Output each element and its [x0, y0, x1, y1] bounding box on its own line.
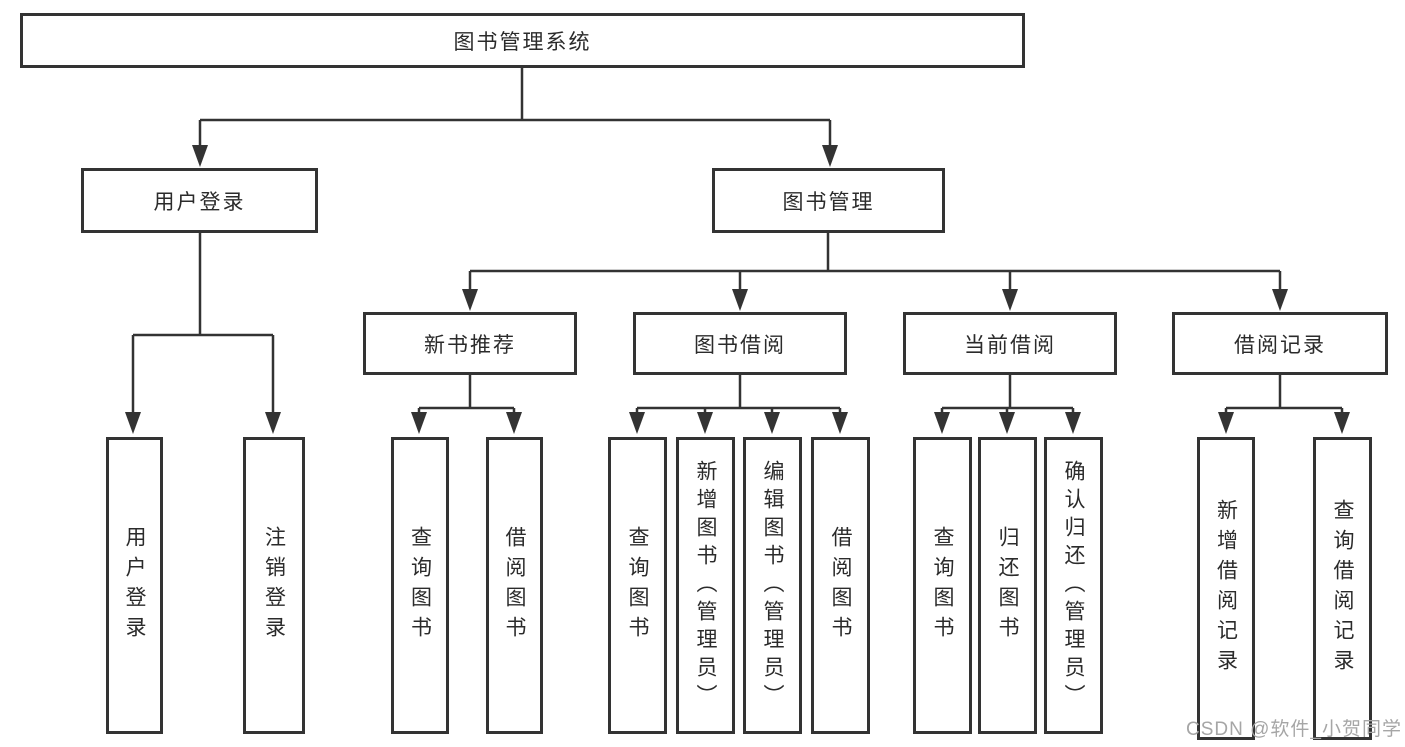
leaf-query-books-current: 查询图书 — [913, 437, 972, 734]
leaf-logout: 注销登录 — [243, 437, 305, 734]
leaf-edit-books-admin-label: 编辑图书（管理员） — [761, 459, 784, 712]
node-user-login-label: 用户登录 — [153, 190, 246, 214]
leaf-logout-label: 注销登录 — [262, 525, 286, 646]
node-book-borrow-label: 图书借阅 — [694, 333, 786, 357]
leaf-add-borrow-record: 新增借阅记录 — [1197, 437, 1255, 740]
leaf-query-borrow-record: 查询借阅记录 — [1313, 437, 1372, 740]
leaf-query-borrow-record-label: 查询借阅记录 — [1331, 498, 1354, 679]
leaf-borrow-books-label: 借阅图书 — [829, 525, 852, 646]
node-current-borrow: 当前借阅 — [903, 312, 1117, 375]
leaf-borrow-books: 借阅图书 — [811, 437, 870, 734]
node-borrow-records: 借阅记录 — [1172, 312, 1388, 375]
node-borrow-records-label: 借阅记录 — [1234, 333, 1326, 357]
leaf-borrow-books-recommend-label: 借阅图书 — [503, 525, 526, 646]
leaf-query-books-recommend-label: 查询图书 — [408, 525, 432, 646]
arrowheads — [125, 145, 1350, 434]
connector-book-borrow-to-leaves — [635, 375, 842, 414]
leaf-borrow-books-recommend: 借阅图书 — [486, 437, 543, 734]
node-new-book-recommend-label: 新书推荐 — [424, 333, 516, 357]
node-root-label: 图书管理系统 — [453, 30, 592, 54]
leaf-query-books-borrow: 查询图书 — [608, 437, 667, 734]
node-user-login: 用户登录 — [81, 168, 318, 233]
leaf-add-borrow-record-label: 新增借阅记录 — [1214, 498, 1238, 679]
connector-borrow-records-to-leaves — [1224, 375, 1344, 414]
connector-root-to-level2 — [198, 68, 832, 146]
node-book-borrow: 图书借阅 — [633, 312, 847, 375]
leaf-edit-books-admin: 编辑图书（管理员） — [743, 437, 802, 734]
node-book-management-label: 图书管理 — [782, 190, 875, 214]
connector-user-login-to-leaves — [131, 233, 275, 413]
node-current-borrow-label: 当前借阅 — [964, 333, 1056, 357]
watermark: CSDN @软件_小贺同学 — [1186, 719, 1402, 740]
leaf-return-books-label: 归还图书 — [996, 525, 1019, 646]
leaf-confirm-return-admin-label: 确认归还（管理员） — [1062, 459, 1085, 712]
connector-book-mgmt-to-level3 — [468, 233, 1282, 290]
node-new-book-recommend: 新书推荐 — [363, 312, 577, 375]
leaf-return-books: 归还图书 — [978, 437, 1037, 734]
leaf-add-books-admin-label: 新增图书（管理员） — [694, 459, 717, 712]
leaf-confirm-return-admin: 确认归还（管理员） — [1044, 437, 1103, 734]
leaf-add-books-admin: 新增图书（管理员） — [676, 437, 735, 734]
leaf-user-login-label: 用户登录 — [123, 525, 146, 646]
leaf-query-books-current-label: 查询图书 — [931, 525, 954, 646]
leaf-query-books-recommend: 查询图书 — [391, 437, 449, 734]
connector-new-book-rec-to-leaves — [417, 375, 516, 414]
node-root-system: 图书管理系统 — [20, 13, 1025, 68]
connector-current-borrow-to-leaves — [940, 375, 1075, 414]
leaf-query-books-borrow-label: 查询图书 — [626, 525, 649, 646]
node-book-management: 图书管理 — [712, 168, 945, 233]
leaf-user-login: 用户登录 — [106, 437, 163, 734]
